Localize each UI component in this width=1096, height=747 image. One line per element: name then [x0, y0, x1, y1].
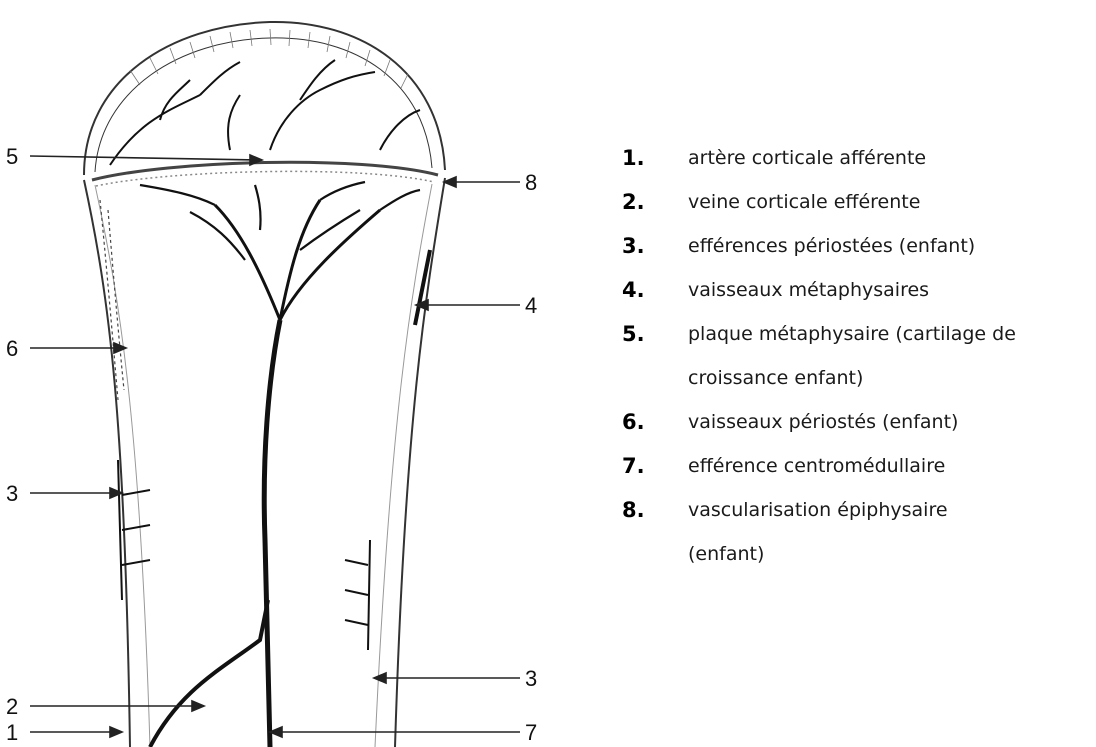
legend-number: 3.	[622, 224, 645, 268]
legend-item: 6. vaisseaux périostés (enfant)	[622, 400, 1092, 444]
growth-plate-inner	[96, 171, 434, 186]
legend-item: 4. vaisseaux métaphysaires	[622, 268, 1092, 312]
legend-list: 1. artère corticale afférente 2. veine c…	[622, 136, 1092, 576]
epiphysis	[84, 22, 445, 175]
legend-item: 1. artère corticale afférente	[622, 136, 1092, 180]
callout-5: 5	[6, 146, 18, 168]
legend-text: artère corticale afférente	[688, 136, 926, 180]
legend-item: 5. plaque métaphysaire (cartilage de cro…	[622, 312, 1092, 400]
bone-vascularization-illustration	[0, 0, 600, 747]
callout-2: 2	[6, 696, 18, 718]
legend-number: 4.	[622, 268, 645, 312]
callout-1: 1	[6, 722, 18, 744]
legend-number: 6.	[622, 400, 645, 444]
legend-item: 2. veine corticale efférente	[622, 180, 1092, 224]
legend-number: 2.	[622, 180, 645, 224]
legend-text: veine corticale efférente	[688, 180, 920, 224]
metaphyseal-vessels	[140, 182, 420, 747]
legend-number: 8.	[622, 488, 645, 532]
legend-text: vaisseaux métaphysaires	[688, 268, 929, 312]
legend-text: efférence centromédullaire	[688, 444, 945, 488]
epiphyseal-vessels	[110, 60, 420, 165]
legend-text: vascularisation épiphysaire (enfant)	[688, 488, 948, 576]
callout-3-right: 3	[525, 668, 537, 690]
legend-text: plaque métaphysaire (cartilage de croiss…	[688, 312, 1088, 400]
callout-3-left: 3	[6, 483, 18, 505]
legend-item: 3. efférences périostées (enfant)	[622, 224, 1092, 268]
callout-4: 4	[525, 295, 537, 317]
legend-text: vaisseaux périostés (enfant)	[688, 400, 958, 444]
legend-number: 1.	[622, 136, 645, 180]
callout-8: 8	[525, 172, 537, 194]
periosteal-efferents	[118, 460, 370, 650]
legend-item: 8. vascularisation épiphysaire (enfant)	[622, 488, 1092, 576]
periosteal-vessels-left	[100, 200, 124, 400]
legend-number: 7.	[622, 444, 645, 488]
legend-number: 5.	[622, 312, 645, 356]
legend-item: 7. efférence centromédullaire	[622, 444, 1092, 488]
callout-6: 6	[6, 338, 18, 360]
callout-7: 7	[525, 722, 537, 744]
growth-plate	[92, 162, 438, 180]
legend-text: efférences périostées (enfant)	[688, 224, 975, 268]
